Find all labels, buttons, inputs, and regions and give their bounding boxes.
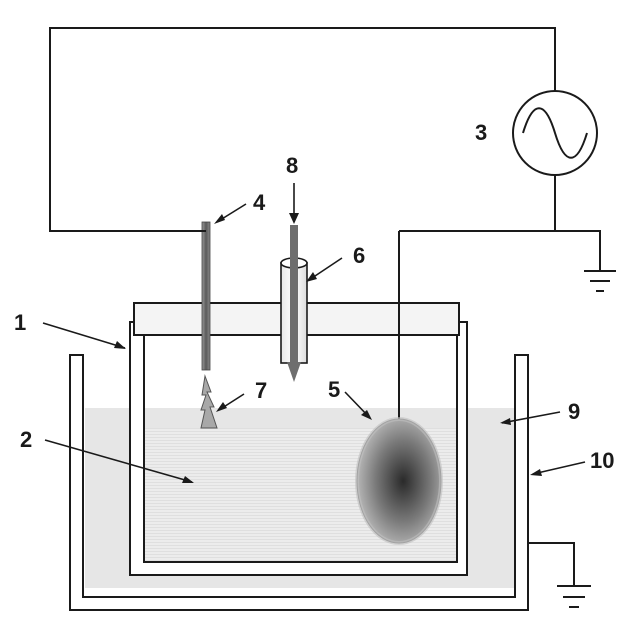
label-5: 5 xyxy=(328,377,340,402)
ground-icon-lower xyxy=(557,586,591,607)
ground-icon-upper xyxy=(584,271,616,291)
label-9: 9 xyxy=(568,399,580,424)
label-10: 10 xyxy=(590,448,614,473)
circuit-wire-ground xyxy=(555,231,600,270)
discharge-spark xyxy=(201,376,217,428)
inner-rod xyxy=(290,225,298,365)
ac-source-icon xyxy=(513,91,597,175)
label-6: 6 xyxy=(353,243,365,268)
label-1: 1 xyxy=(14,310,26,335)
label-2: 2 xyxy=(20,427,32,452)
electrode-rod xyxy=(202,222,210,370)
inner-rod-tip xyxy=(287,362,301,382)
label-3: 3 xyxy=(475,120,487,145)
circuit-wire-right xyxy=(399,175,555,231)
label-7: 7 xyxy=(255,378,267,403)
label-8: 8 xyxy=(286,153,298,178)
label-4: 4 xyxy=(253,190,266,215)
circuit-wire-outer-ground xyxy=(528,543,574,585)
